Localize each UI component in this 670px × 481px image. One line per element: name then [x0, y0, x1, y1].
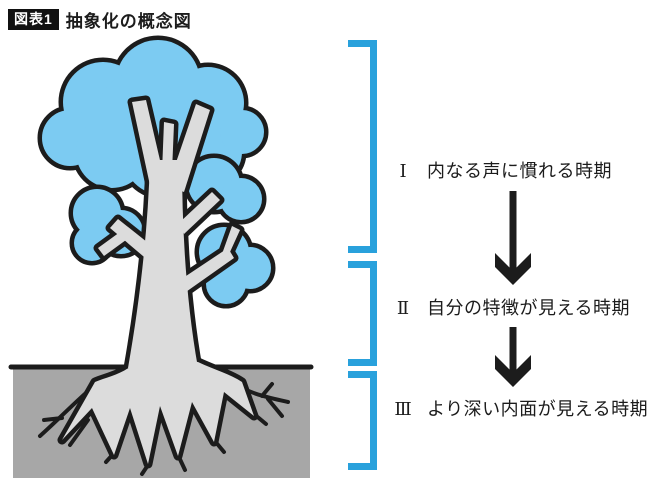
stage-2-text: 自分の特徴が見える時期	[427, 298, 630, 318]
stage-1-numeral: Ⅰ	[399, 161, 407, 182]
figure-title: 抽象化の概念図	[65, 12, 192, 31]
tree-illustration	[8, 35, 314, 478]
down-arrow-icon	[495, 327, 531, 387]
stage-3-text: より深い内面が見える時期	[427, 399, 649, 419]
stage-1-text: 内なる声に慣れる時期	[427, 161, 612, 181]
stage-label-2: Ⅱ 自分の特徴が見える時期	[392, 297, 630, 320]
stage-2-numeral: Ⅱ	[396, 298, 410, 319]
stage-bracket-1	[348, 40, 377, 253]
stage-label-1: Ⅰ 内なる声に慣れる時期	[392, 160, 612, 183]
stage-3-numeral: Ⅲ	[394, 399, 412, 420]
figure-badge: 図表1	[8, 9, 59, 30]
stage-label-3: Ⅲ より深い内面が見える時期	[392, 398, 648, 421]
down-arrow-icon	[495, 191, 531, 285]
figure-title-row: 図表1 抽象化の概念図	[8, 7, 192, 32]
stage-bracket-2	[348, 261, 377, 366]
tree-trunk-and-roots	[57, 95, 259, 469]
stage-bracket-3	[348, 371, 377, 470]
